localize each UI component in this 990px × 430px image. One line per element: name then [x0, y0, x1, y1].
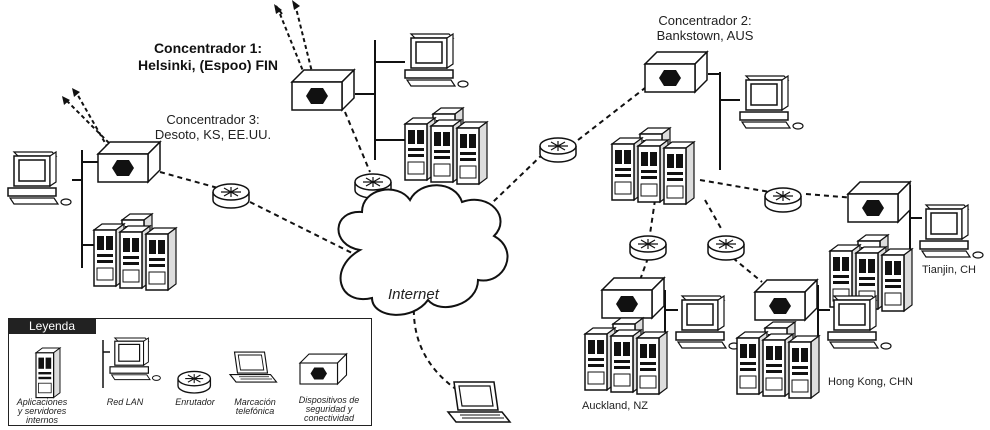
auckland-servers-icon: [585, 318, 667, 394]
legend-caption-laptop: Marcación telefónica: [234, 397, 276, 416]
link-hub2-router-auckland: [649, 199, 656, 235]
link-hub3-router: [159, 171, 219, 189]
hub1-label: Concentrador 1: Helsinki, (Espoo) FIN: [128, 40, 288, 74]
legend-title: Leyenda: [8, 318, 96, 334]
internet-label: Internet: [388, 286, 439, 303]
auckland-router-icon: [629, 235, 667, 261]
hongkong-appliance-icon: [754, 279, 818, 321]
auckland-appliance-icon: [601, 277, 665, 319]
hub3-router-icon: [212, 183, 250, 209]
hub2-label-line1: Concentrador 2:: [658, 13, 752, 28]
hub2-router-icon: [539, 137, 577, 163]
uplink-arrowheads: [62, 0, 300, 105]
legend: [8, 318, 372, 426]
link-router-internet-w: [249, 201, 411, 283]
hub2-label-line2: Bankstown, AUS: [656, 28, 754, 43]
tianjin-pc-icon: [919, 204, 984, 259]
internet-cloud-icon: [337, 184, 509, 316]
link-hub2-router-hongkong: [704, 199, 723, 231]
hub1-pc-icon: [404, 33, 469, 88]
hub3-label: Concentrador 3: Desoto, KS, EE.UU.: [148, 112, 278, 142]
hub1-appliance-icon: [291, 69, 355, 111]
link-router-hongkong: [732, 257, 763, 283]
hub1-servers-icon: [405, 108, 487, 184]
link-hub2-router-tianjin: [699, 179, 771, 193]
link-router-hub2: [577, 87, 646, 141]
link-hub1-router: [344, 111, 371, 173]
hub3-pc-icon: [7, 151, 72, 206]
hub3-servers-icon: [94, 214, 176, 290]
auckland-pc-icon: [675, 295, 740, 350]
legend-icons: [35, 337, 348, 399]
hub3-label-line2: Desoto, KS, EE.UU.: [154, 127, 272, 142]
tianjin-label: Tianjin, CH: [922, 264, 976, 276]
lan-lines: [72, 40, 922, 365]
link-router-auckland: [639, 257, 649, 281]
link-router-tianjin: [805, 193, 856, 199]
hub2-appliance-icon: [644, 51, 708, 93]
legend-caption-lan: Red LAN: [106, 397, 144, 407]
auckland-label: Auckland, NZ: [582, 400, 649, 412]
hub1-label-line2: Helsinki, (Espoo) FIN: [137, 57, 278, 73]
legend-caption-servers: Aplicaciones y servidores internos: [16, 397, 68, 425]
hub2-servers-icon: [612, 128, 694, 204]
hongkong-label: Hong Kong, CHN: [828, 376, 913, 388]
hub2-pc-icon: [739, 75, 804, 130]
legend-caption-security: Dispositivos de seguridad y conectividad: [298, 395, 360, 423]
hub1-label-line1: Concentrador 1:: [153, 40, 263, 56]
hub2-label: Concentrador 2: Bankstown, AUS: [640, 13, 770, 43]
tianjin-appliance-icon: [847, 181, 911, 223]
legend-caption-router: Enrutador: [175, 397, 215, 407]
dialup-laptop-icon: [447, 381, 511, 423]
hub3-label-line1: Concentrador 3:: [166, 112, 260, 127]
tianjin-router-icon: [764, 187, 802, 213]
hongkong-servers-icon: [737, 322, 819, 398]
hongkong-router-icon: [707, 235, 745, 261]
hub3-appliance-icon: [97, 141, 161, 183]
